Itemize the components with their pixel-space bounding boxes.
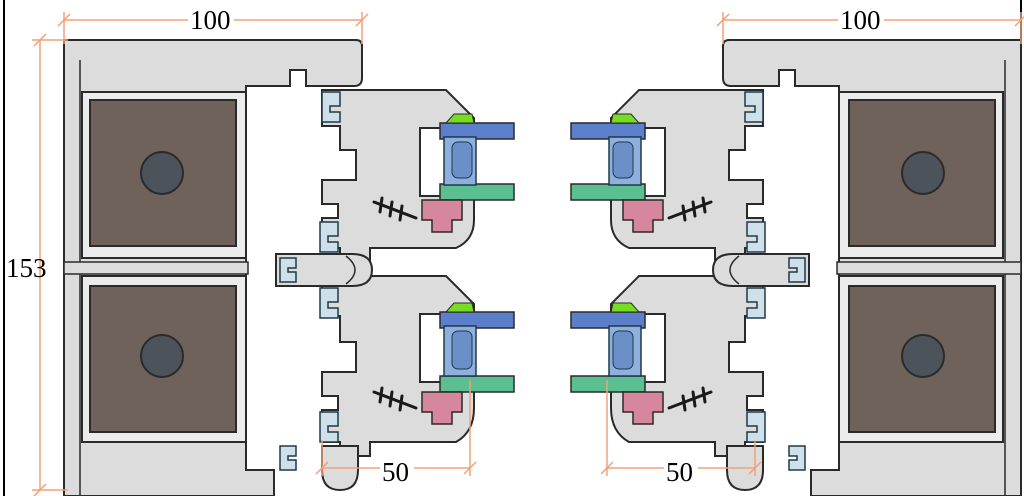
dim-tick-top-left-a — [57, 13, 71, 27]
right-mullion-hook-curve — [729, 255, 740, 285]
left-upper-spacer — [451, 141, 473, 179]
right-profile-assembly — [570, 39, 1022, 496]
right-lower-glass-bottom — [570, 375, 646, 393]
right-hinge-gaskets — [744, 91, 806, 471]
left-lower-glass-bottom — [439, 375, 515, 393]
dim-tick-bottom-left-b — [463, 461, 477, 475]
dim-tick-bottom-left-a — [315, 461, 329, 475]
dim-label-top-left: 100 — [190, 5, 231, 35]
dim-label-bg-height — [6, 254, 38, 282]
right-lower-screw — [667, 386, 713, 412]
dim-label-bg-top-right — [838, 6, 884, 32]
dim-label-top-right: 100 — [840, 5, 881, 35]
left-lower-pink-gasket — [421, 391, 463, 425]
left-upper-glass-bottom — [439, 183, 515, 201]
dim-tick-bottom-right-a — [600, 461, 614, 475]
dim-tick-top-right-a — [716, 13, 730, 27]
left-profile-assembly — [63, 39, 515, 496]
left-lower-core-hole — [140, 334, 184, 378]
dim-label-bottom-left: 50 — [382, 457, 409, 487]
right-upper-core-hole — [901, 151, 945, 195]
hinge-icon — [279, 91, 341, 471]
dim-tick-bottom-right-b — [748, 461, 762, 475]
left-upper-wedge — [444, 113, 475, 124]
dim-tick-top-left-b — [355, 13, 369, 27]
right-upper-glass-bottom — [570, 183, 646, 201]
right-lower-core-hole — [901, 334, 945, 378]
dim-label-height: 153 — [6, 253, 47, 283]
right-mullion-hook — [711, 253, 810, 287]
dim-label-bg-bottom-right — [664, 458, 698, 484]
screw-icon — [372, 196, 418, 222]
right-mullion-strip — [836, 261, 1022, 275]
dim-label-bg-top-left — [188, 6, 234, 32]
left-mullion-strip — [63, 261, 249, 275]
left-mullion-hook-curve — [345, 255, 356, 285]
right-upper-glass-top — [570, 122, 646, 140]
left-lower-glass-top — [439, 311, 515, 329]
dim-label-bottom-right: 50 — [666, 457, 693, 487]
right-lower-pink-gasket — [622, 391, 664, 425]
right-upper-screw — [667, 196, 713, 222]
left-upper-glass-top — [439, 122, 515, 140]
right-upper-pink-gasket — [622, 199, 664, 233]
left-lower-wedge — [444, 302, 475, 313]
right-lower-glass-top — [570, 311, 646, 329]
left-mullion-hook — [275, 253, 374, 287]
dim-tick-top-right-b — [1014, 15, 1024, 27]
left-upper-pink-gasket — [421, 199, 463, 233]
dim-label-bg-bottom-left — [380, 458, 414, 484]
right-lower-spacer — [612, 330, 634, 370]
dim-tick-height-top — [33, 33, 47, 47]
right-lower-wedge — [610, 302, 641, 313]
right-upper-spacer — [612, 141, 634, 179]
left-lower-screw — [372, 386, 418, 412]
dim-tick-height-bottom — [33, 483, 47, 496]
dimension-lines — [32, 12, 1024, 496]
right-upper-wedge — [610, 113, 641, 124]
left-lower-spacer — [451, 330, 473, 370]
left-upper-core-hole — [140, 151, 184, 195]
